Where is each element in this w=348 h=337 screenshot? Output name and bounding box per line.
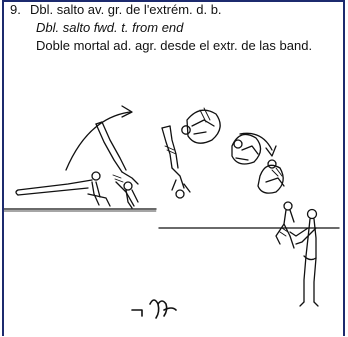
skill-illustration [4,105,340,319]
figure-tuck-1 [181,107,221,144]
title-french: Dbl. salto av. gr. de l'extrém. d. b. [30,2,222,17]
title-english: Dbl. salto fwd. t. from end [36,20,184,35]
figure-runup [15,171,111,207]
title-spanish: Doble mortal ad. agr. desde el extr. de … [36,38,313,53]
top-rule [4,0,343,2]
skill-caption: 9.Dbl. salto av. gr. de l'extrém. d. b. … [10,1,340,55]
figure-tuck-2 [231,133,262,165]
figure-spotter [289,208,319,307]
curved-motion-arrow-icon [65,105,133,171]
element-number: 9. [10,2,21,17]
apparatus-symbol-icon [131,299,177,319]
rotation-arrow-icon [239,132,277,157]
figure-handspring [95,121,139,209]
figure-landing [275,201,295,249]
caption-french-row: 9. Dbl. salto av. gr. de l'extrém. d. b. [10,1,340,19]
figure-tuck-3 [257,159,285,194]
figure-flight-inverted [161,125,191,199]
